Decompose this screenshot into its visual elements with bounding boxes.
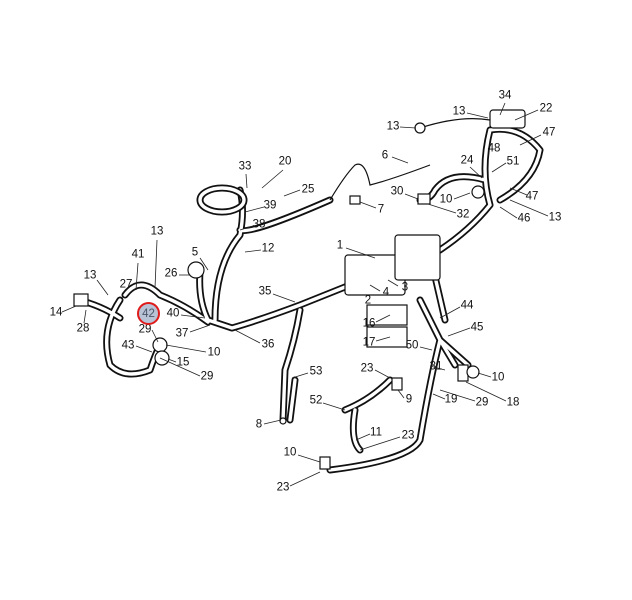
callout-11[interactable]: 11	[370, 426, 382, 439]
callout-44[interactable]: 44	[460, 299, 474, 312]
part-15	[154, 350, 170, 366]
callout-10[interactable]: 10	[491, 371, 505, 384]
callout-53[interactable]: 53	[309, 365, 323, 378]
callout-12[interactable]: 12	[261, 242, 275, 255]
part-9	[391, 377, 403, 391]
part-22	[489, 109, 526, 129]
callout-42-label: 42	[142, 307, 155, 320]
callout-10[interactable]: 10	[207, 346, 221, 359]
callout-16[interactable]: 16	[362, 317, 376, 330]
callout-47[interactable]: 47	[542, 126, 556, 139]
callout-22[interactable]: 22	[539, 102, 553, 115]
part-7	[349, 195, 361, 205]
callout-10[interactable]: 10	[439, 193, 453, 206]
callout-10[interactable]: 10	[283, 446, 297, 459]
part-30	[417, 193, 431, 205]
callout-33[interactable]: 33	[238, 160, 252, 173]
callout-31[interactable]: 31	[429, 360, 443, 373]
callout-35[interactable]: 35	[258, 285, 272, 298]
callout-47[interactable]: 47	[525, 190, 539, 203]
callout-13[interactable]: 13	[452, 105, 466, 118]
callout-13[interactable]: 13	[548, 211, 562, 224]
part-23-lower	[319, 456, 331, 470]
callout-6[interactable]: 6	[381, 149, 389, 162]
callout-32[interactable]: 32	[456, 208, 470, 221]
callout-1[interactable]: 1	[336, 239, 344, 252]
callout-46[interactable]: 46	[517, 212, 531, 225]
module-connector	[394, 234, 441, 281]
callout-13[interactable]: 13	[150, 225, 164, 238]
callout-19[interactable]: 19	[444, 393, 458, 406]
callout-38[interactable]: 38	[252, 218, 266, 231]
callout-25[interactable]: 25	[301, 183, 315, 196]
callout-50[interactable]: 50	[405, 339, 419, 352]
callout-24[interactable]: 24	[460, 154, 474, 167]
callout-13[interactable]: 13	[386, 120, 400, 133]
callout-36[interactable]: 36	[261, 338, 275, 351]
callout-23[interactable]: 23	[360, 362, 374, 375]
callout-17[interactable]: 17	[362, 336, 376, 349]
callout-29[interactable]: 29	[475, 396, 489, 409]
callout-30[interactable]: 30	[390, 185, 404, 198]
callout-3[interactable]: 3	[401, 281, 409, 294]
callout-15[interactable]: 15	[176, 356, 190, 369]
callout-51[interactable]: 51	[506, 155, 520, 168]
callout-52[interactable]: 52	[309, 394, 323, 407]
callout-23[interactable]: 23	[276, 481, 290, 494]
callout-48[interactable]: 48	[487, 142, 501, 155]
connector-16	[366, 304, 408, 326]
part-10-upper	[471, 185, 485, 199]
part-13-top	[414, 122, 426, 134]
part-26	[187, 261, 205, 279]
callout-37[interactable]: 37	[175, 327, 189, 340]
part-10-right	[466, 365, 480, 379]
callout-5[interactable]: 5	[191, 246, 199, 259]
connector-14	[73, 293, 89, 307]
callout-27[interactable]: 27	[119, 278, 133, 291]
callout-8[interactable]: 8	[255, 418, 263, 431]
callout-28[interactable]: 28	[76, 322, 90, 335]
callout-18[interactable]: 18	[506, 396, 520, 409]
connectors-and-modules	[73, 109, 526, 470]
highlighted-callout-42[interactable]: 42	[137, 302, 160, 325]
callout-34[interactable]: 34	[498, 89, 512, 102]
leader-lines	[61, 102, 549, 487]
harness-cables	[74, 118, 544, 474]
callout-4[interactable]: 4	[382, 286, 390, 299]
callout-29[interactable]: 29	[138, 323, 152, 336]
callout-40[interactable]: 40	[166, 307, 180, 320]
connector-17	[366, 326, 408, 348]
callout-7[interactable]: 7	[377, 203, 385, 216]
callout-20[interactable]: 20	[278, 155, 292, 168]
callout-41[interactable]: 41	[131, 248, 145, 261]
ring-terminal-8	[279, 417, 287, 425]
callout-26[interactable]: 26	[164, 267, 178, 280]
callout-39[interactable]: 39	[263, 199, 277, 212]
callout-14[interactable]: 14	[49, 306, 63, 319]
callout-2[interactable]: 2	[364, 294, 372, 307]
callout-13[interactable]: 13	[83, 269, 97, 282]
callout-29[interactable]: 29	[200, 370, 214, 383]
callout-9[interactable]: 9	[405, 393, 413, 406]
callout-45[interactable]: 45	[470, 321, 484, 334]
part-10	[152, 337, 168, 353]
callout-43[interactable]: 43	[121, 339, 135, 352]
callout-23[interactable]: 23	[401, 429, 415, 442]
